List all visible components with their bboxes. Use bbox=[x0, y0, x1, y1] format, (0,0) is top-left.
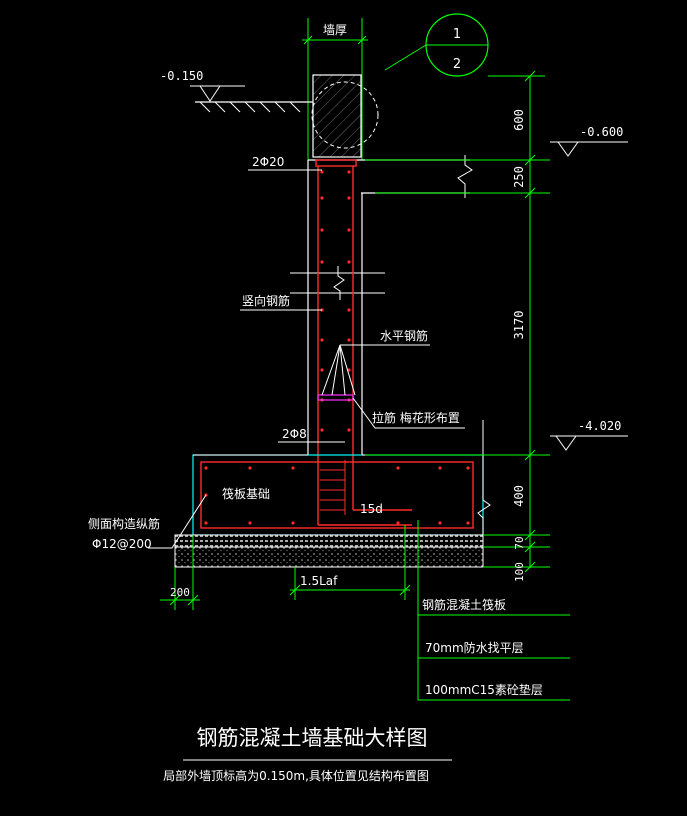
wall-thickness-label: 墙厚 bbox=[323, 23, 347, 37]
label-raft: 筏板基础 bbox=[222, 487, 270, 501]
label-tie-text: 拉筋 梅花形布置 bbox=[372, 410, 460, 425]
label-bottom-bars: 2Φ8 bbox=[278, 427, 345, 443]
label-offset: 200 bbox=[170, 586, 190, 599]
dim-400: 400 bbox=[512, 485, 526, 507]
label-bottom-bars-text: 2Φ8 bbox=[282, 427, 307, 441]
tie-bar bbox=[317, 394, 354, 401]
offset-dimension bbox=[160, 535, 200, 610]
layer-legend: 钢筋混凝土筏板 70mm防水找平层 100mmC15素砼垫层 bbox=[417, 520, 570, 701]
dim-70: 70 bbox=[513, 536, 526, 549]
drawing-subtitle: 局部外墙顶标高为0.150m,具体位置见结构布置图 bbox=[163, 768, 429, 783]
label-horizontal-rebar-text: 水平钢筋 bbox=[380, 328, 428, 343]
wall-rebar bbox=[315, 159, 412, 526]
base-layers bbox=[174, 534, 484, 568]
label-side-bars: 侧面构造纵筋 Φ12@200 bbox=[88, 494, 207, 551]
wall-thickness-dimension: 墙厚 bbox=[302, 18, 368, 160]
elevation-right-upper-text: -0.600 bbox=[580, 125, 623, 139]
dim-250: 250 bbox=[512, 166, 526, 188]
elevation-right-lower: -4.020 bbox=[550, 419, 628, 451]
label-lap: 1.5Laf bbox=[300, 574, 338, 588]
dim-600: 600 bbox=[512, 109, 526, 131]
section-mark: 1 2 bbox=[384, 13, 545, 77]
layer-cushion: 100mmC15素砼垫层 bbox=[425, 682, 543, 697]
layer-raft: 钢筋混凝土筏板 bbox=[422, 597, 506, 612]
label-side-bars-line1: 侧面构造纵筋 bbox=[88, 516, 160, 531]
right-dimensions bbox=[365, 70, 550, 573]
label-anchor: 15d bbox=[360, 502, 383, 516]
raft-foundation bbox=[192, 420, 491, 536]
elevation-top-left: -0.150 bbox=[160, 69, 313, 113]
label-top-bars: 2Φ20 bbox=[248, 155, 322, 171]
section-mark-top: 1 bbox=[453, 27, 461, 42]
wall-top-block bbox=[311, 74, 379, 158]
section-mark-bottom: 2 bbox=[453, 57, 461, 72]
dimension-texts: 600 250 3170 400 70 100 bbox=[512, 109, 526, 582]
layer-waterproof: 70mm防水找平层 bbox=[425, 640, 524, 655]
drawing-title: 钢筋混凝土墙基础大样图 bbox=[197, 726, 428, 750]
wall-body bbox=[290, 160, 385, 455]
elevation-top-left-text: -0.150 bbox=[160, 69, 203, 83]
floor-slab bbox=[308, 155, 473, 198]
label-tie: 拉筋 梅花形布置 bbox=[352, 397, 465, 429]
label-vertical-rebar: 竖向钢筋 bbox=[240, 293, 322, 311]
elevation-right-upper: -0.600 bbox=[550, 125, 628, 157]
label-top-bars-text: 2Φ20 bbox=[252, 155, 284, 169]
title-block: 钢筋混凝土墙基础大样图 局部外墙顶标高为0.150m,具体位置见结构布置图 bbox=[163, 726, 452, 783]
rebar-dots bbox=[320, 170, 351, 432]
label-horizontal-rebar: 水平钢筋 bbox=[321, 328, 430, 396]
label-vertical-rebar-text: 竖向钢筋 bbox=[242, 293, 290, 308]
lap-dimension bbox=[289, 525, 411, 600]
elevation-right-lower-text: -4.020 bbox=[578, 419, 621, 433]
label-side-bars-line2: Φ12@200 bbox=[92, 537, 152, 551]
dim-100: 100 bbox=[513, 562, 526, 582]
dim-3170: 3170 bbox=[512, 311, 526, 340]
